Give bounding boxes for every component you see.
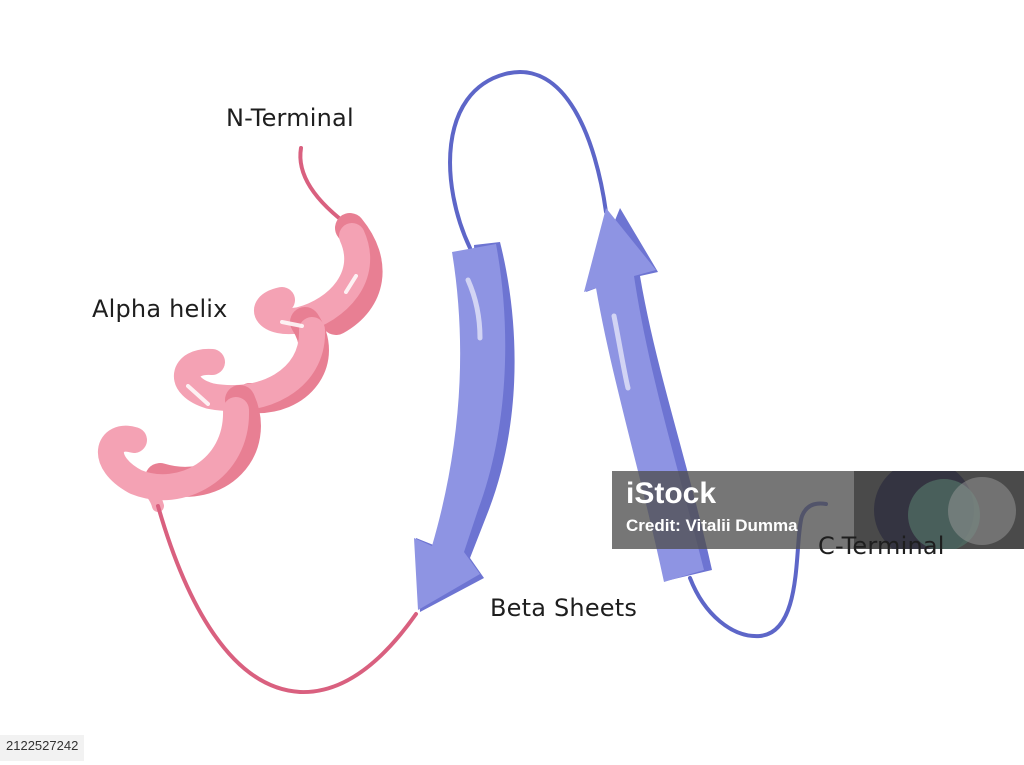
- helix-loop-1: [254, 223, 371, 335]
- beta-sheets-label: Beta Sheets: [490, 594, 638, 622]
- helix-highlight-2: [186, 384, 210, 406]
- strand-2-highlight: [611, 313, 631, 391]
- watermark-decoration: [854, 471, 1024, 549]
- helix-to-strand-coil: [156, 504, 418, 695]
- alpha-helix-ribbon: [98, 213, 383, 512]
- image-id-label: 2122527242: [0, 735, 85, 761]
- watermark-credit: Credit: Vitalii Dumma: [626, 516, 798, 535]
- watermark-brand: iStock: [626, 477, 717, 510]
- c-terminal-label: C-Terminal: [818, 532, 945, 560]
- strand-1-highlight: [465, 277, 483, 341]
- helix-loop-2: [174, 317, 325, 412]
- beta-strand-down: [414, 242, 515, 612]
- hairpin-loop: [448, 70, 608, 250]
- helix-tail: [134, 476, 164, 512]
- strand-1-body: [414, 244, 506, 610]
- watermark-banner: iStock Credit: Vitalii Dumma: [612, 471, 1024, 549]
- helix-highlight-3: [344, 274, 358, 294]
- n-terminal-label: N-Terminal: [226, 104, 354, 132]
- helix-highlight-1: [280, 320, 304, 328]
- alpha-helix-label: Alpha helix: [92, 295, 228, 323]
- helix-loop-3: [98, 397, 249, 501]
